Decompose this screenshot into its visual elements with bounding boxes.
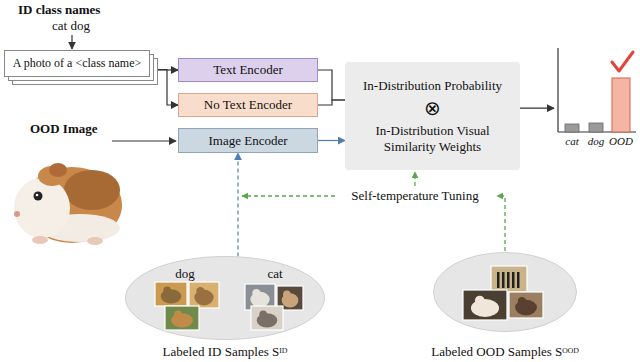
sample-class-label: dog <box>175 266 195 282</box>
input-heading: ID class names <box>18 2 100 18</box>
guinea-pig-image <box>14 163 122 245</box>
sample-set-ellipse <box>126 257 325 340</box>
box-label: Image Encoder <box>208 133 287 149</box>
ood-to-tuning-arrow <box>497 196 505 251</box>
sample-set-ellipse <box>434 253 577 332</box>
image-encoder-box: Image Encoder <box>178 128 318 153</box>
sample-photo <box>491 266 527 292</box>
sample-photo <box>251 306 283 330</box>
connector <box>318 70 345 100</box>
ellipse-outline <box>125 256 325 340</box>
connector <box>318 100 345 105</box>
sample-photo <box>463 290 507 320</box>
score-bar-chart <box>558 48 636 132</box>
sample-photo <box>189 282 219 308</box>
input-heading: OOD Image <box>30 121 98 137</box>
text-encoder-box: Text Encoder <box>178 58 318 82</box>
sample-set-caption: Labeled ID Samples Sᴵᴰ <box>163 344 288 360</box>
bar-label: dog <box>588 135 605 148</box>
ellipse-outline <box>433 252 577 332</box>
prompt-template-box: A photo of a <class name> <box>4 50 150 77</box>
tuning-to-encoder-arrow <box>242 195 335 196</box>
panel-text: In-Distribution Visual Similarity Weight… <box>353 123 512 154</box>
bar-label: cat <box>565 135 578 148</box>
connector <box>150 70 178 106</box>
panel-text: In-Distribution Probability <box>363 78 502 94</box>
no-text-encoder-box: No Text Encoder <box>178 93 318 117</box>
scoring-panel: In-Distribution Probability ⊗ In-Distribut… <box>345 62 520 170</box>
sample-photo <box>509 292 543 318</box>
class-name-list: cat dog <box>52 18 90 34</box>
bar-label: OOD <box>609 135 633 148</box>
class-name-arrow <box>71 35 72 49</box>
ood-samples-ellipse: Labeled OOD Samples Sᴼᴼᴰ <box>433 252 577 352</box>
box-label: No Text Encoder <box>204 97 292 113</box>
connector <box>318 140 345 141</box>
box-label: A photo of a <class name> <box>13 56 142 70</box>
sample-class-label: cat <box>267 266 282 282</box>
image-input-arrow <box>112 140 176 141</box>
box-label: Text Encoder <box>213 62 282 78</box>
id-samples-ellipse: dog catLabeled ID Samples Sᴵᴰ <box>125 256 325 360</box>
process-label: Self-temperature Tuning <box>351 188 478 204</box>
tuning-to-weights-arrow <box>414 172 415 186</box>
sample-photo <box>155 282 187 306</box>
sample-photo <box>165 306 199 330</box>
sample-set-caption: Labeled OOD Samples Sᴼᴼᴰ <box>431 344 579 360</box>
panel-text: ⊗ <box>424 98 441 118</box>
connector <box>237 153 238 256</box>
